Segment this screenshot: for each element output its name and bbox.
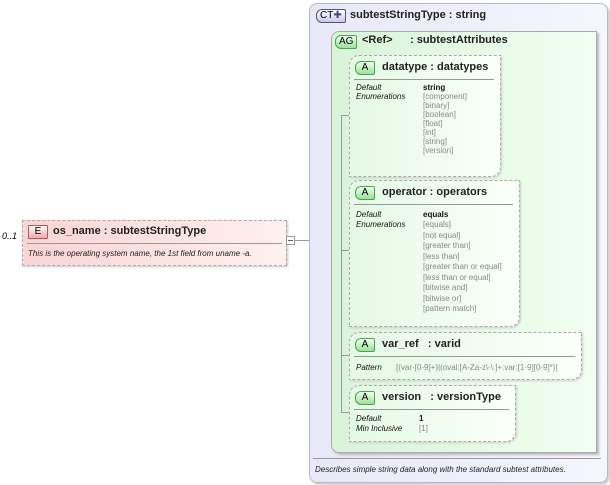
complex-type-description: Describes simple string data along with … bbox=[315, 465, 566, 474]
connector-line bbox=[295, 240, 309, 241]
attribute-title: operator : operators bbox=[382, 186, 488, 198]
cardinality: 0..1 bbox=[2, 231, 18, 241]
attribute-title: version : versionType bbox=[382, 391, 502, 403]
attribute-operator[interactable]: A operator : operators Default Enumerati… bbox=[349, 180, 520, 327]
attribute-badge: A bbox=[355, 186, 375, 200]
label-enumerations: Enumerations bbox=[356, 92, 406, 101]
enum-list: [equals][not equal][greater than][less t… bbox=[423, 220, 502, 313]
default-value: equals bbox=[423, 210, 449, 219]
tree-line bbox=[341, 115, 342, 412]
attribute-group-badge: AG bbox=[335, 35, 358, 49]
attribute-badge: A bbox=[355, 61, 375, 75]
attribute-title: var_ref : varid bbox=[382, 338, 461, 350]
complex-type-title: subtestStringType : string bbox=[350, 9, 487, 21]
default-value: 1 bbox=[419, 414, 424, 423]
element-description: This is the operating system name, the 1… bbox=[28, 249, 252, 258]
collapse-icon[interactable] bbox=[286, 236, 295, 245]
attribute-badge: A bbox=[355, 338, 375, 352]
default-value: string bbox=[423, 83, 446, 92]
attribute-group-ref: <Ref> bbox=[362, 34, 393, 46]
complex-type-badge: CT✚ bbox=[316, 9, 346, 23]
label-default: Default bbox=[356, 210, 382, 219]
attribute-group-title: : subtestAttributes bbox=[410, 34, 508, 46]
attribute-title: datatype : datatypes bbox=[382, 61, 489, 73]
label-default: Default bbox=[356, 414, 382, 423]
pattern-value: [(var-[0-9]+)|(oval:[A-Za-z\-\.]+:var:[1… bbox=[396, 363, 558, 372]
label-min-inclusive: Min Inclusive bbox=[356, 424, 403, 433]
label-enumerations: Enumerations bbox=[356, 220, 406, 229]
attribute-badge: A bbox=[355, 391, 375, 405]
attribute-var-ref[interactable]: A var_ref : varid Pattern [(var-[0-9]+)|… bbox=[349, 332, 582, 380]
element-title: os_name : subtestStringType bbox=[53, 225, 207, 237]
element-badge: E bbox=[28, 225, 48, 239]
min-inclusive-value: [1] bbox=[419, 424, 428, 433]
plus-icon: ✚ bbox=[333, 10, 342, 21]
enum-list: [component][binary][boolean][float][int]… bbox=[423, 92, 468, 155]
attribute-datatype[interactable]: A datatype : datatypes Default Enumerati… bbox=[349, 55, 501, 177]
attribute-version[interactable]: A version : versionType Default Min Incl… bbox=[349, 385, 516, 442]
element-os-name[interactable]: E os_name : subtestStringType This is th… bbox=[22, 220, 287, 266]
label-pattern: Pattern bbox=[356, 363, 382, 372]
label-default: Default bbox=[356, 83, 382, 92]
